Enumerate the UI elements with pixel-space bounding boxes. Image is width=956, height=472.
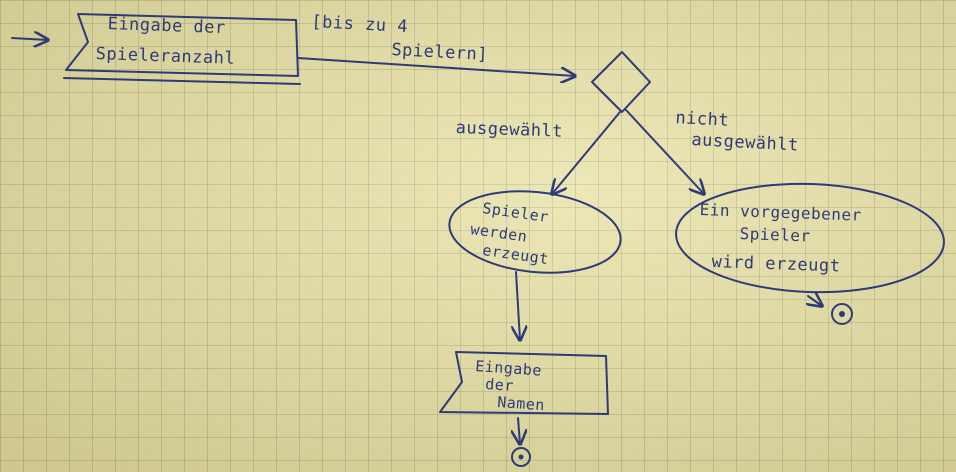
input-names-box [439, 351, 609, 415]
end-node-icon [511, 447, 531, 467]
decision-diamond-icon [591, 51, 651, 113]
branch-selected-label: ausgewählt [455, 118, 564, 142]
input-names-label-3: Namen [496, 392, 546, 415]
edge-not-selected [625, 109, 704, 194]
branch-not-selected-label-1: nicht [674, 108, 730, 131]
action-default-player-label-2: Spieler [739, 224, 811, 246]
edge-selected [552, 111, 621, 194]
edge-to-decision [297, 57, 575, 76]
start-arrow-icon [11, 38, 48, 40]
input-players-box [65, 13, 299, 77]
input-players-label-1: Eingabe der [107, 14, 227, 39]
end-node-icon [831, 303, 853, 325]
edge-to-input-names [516, 271, 520, 340]
action-players-created [448, 190, 622, 274]
